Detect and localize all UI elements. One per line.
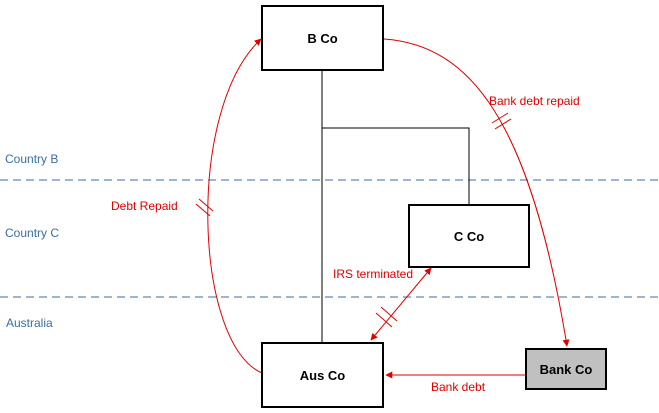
break-mark-3a: [375, 312, 393, 328]
region-label-country-b: Country B: [5, 152, 59, 166]
entity-b-co: B Co: [261, 5, 384, 71]
entity-bank-co: Bank Co: [525, 348, 607, 390]
entity-c-co-label: C Co: [453, 228, 485, 244]
entity-aus-co: Aus Co: [261, 342, 384, 408]
break-mark-1a: [491, 112, 509, 124]
entity-bank-co-label: Bank Co: [539, 361, 593, 377]
ownership-line-b-c: [322, 127, 470, 204]
region-label-australia: Australia: [6, 316, 53, 330]
arrow-irs-terminated: [370, 267, 432, 341]
entity-b-co-label: B Co: [307, 30, 338, 46]
region-label-country-c: Country C: [5, 226, 60, 240]
break-mark-3b: [380, 306, 398, 322]
flow-label-bank-debt: Bank debt: [431, 380, 486, 394]
entity-c-co: C Co: [408, 204, 530, 268]
flow-label-irs-terminated: IRS terminated: [333, 267, 414, 281]
break-mark-2a: [195, 203, 211, 217]
entity-aus-co-label: Aus Co: [299, 367, 346, 383]
arrow-debt-repaid: [207, 38, 263, 374]
flow-label-debt-repaid: Debt Repaid: [111, 199, 178, 213]
break-mark-2b: [198, 198, 214, 212]
break-mark-1b: [494, 118, 512, 130]
flow-label-bank-debt-repaid: Bank debt repaid: [489, 94, 580, 108]
arrow-bank-debt-repaid: [383, 38, 570, 347]
